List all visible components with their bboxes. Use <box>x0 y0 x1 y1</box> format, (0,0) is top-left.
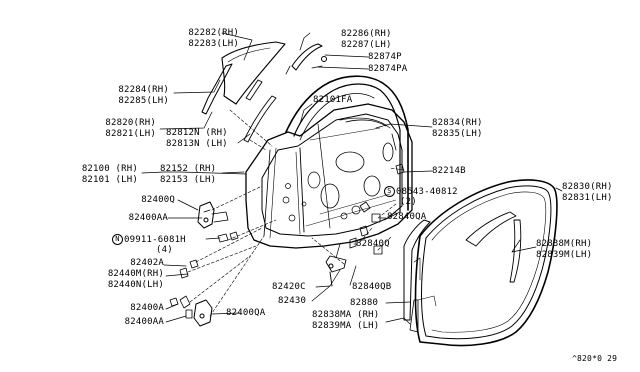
label-82100-rh: 82100 (RH) <box>81 164 138 174</box>
label-82840q: 82840Q <box>356 239 390 249</box>
label-82152-rh: 82152 (RH) <box>160 164 217 174</box>
inner-molding-82838m <box>465 211 522 283</box>
label-82840qa: 82840QA <box>387 212 427 222</box>
label-82838m-rh: 82838M(RH) <box>536 239 593 249</box>
label-82839m-lh: 82839M(LH) <box>536 250 593 260</box>
label-09911-qty: (4) <box>156 245 173 255</box>
screw-symbol-s: S <box>384 186 395 197</box>
label-82440m-rh: 82440M(RH) <box>107 269 164 279</box>
inner-weatherstrip <box>345 119 397 151</box>
leader-lines <box>141 32 563 325</box>
door-weatherstrip-82830 <box>414 179 558 347</box>
label-08543-qty: (2) <box>400 197 417 207</box>
label-08543-40812-text: 08543-40812 <box>396 187 458 197</box>
door-shell <box>245 103 413 249</box>
label-82874pa: 82874PA <box>368 64 408 74</box>
assembly-dashed-lines <box>187 109 405 317</box>
label-82153-lh: 82153 (LH) <box>160 175 217 185</box>
label-82400a: 82400A <box>130 303 164 313</box>
door-check-link <box>325 243 347 287</box>
label-82874p: 82874P <box>368 52 402 62</box>
label-82838ma-rh: 82838MA (RH) <box>312 310 380 320</box>
upper-hinge <box>197 201 229 229</box>
label-82835-lh: 82835(LH) <box>432 129 483 139</box>
label-82420c: 82420C <box>272 282 306 292</box>
label-82400q: 82400Q <box>141 195 175 205</box>
label-82283-lh: 82283(LH) <box>188 39 239 49</box>
label-82214b: 82214B <box>432 166 466 176</box>
lower-hinge <box>179 295 213 327</box>
sash-molding <box>243 79 277 143</box>
label-82821-lh: 82821(LH) <box>105 129 156 139</box>
label-82287-lh: 82287(LH) <box>341 40 392 50</box>
door-stopper-bumpers <box>349 201 383 255</box>
label-82400aa-lower: 82400AA <box>124 317 164 327</box>
outer-weatherstrip <box>285 43 327 75</box>
label-82286-rh: 82286(RH) <box>341 29 392 39</box>
label-82101fa: 82101FA <box>313 95 353 105</box>
label-82282-rh: 82282(RH) <box>188 28 239 38</box>
label-82834-rh: 82834(RH) <box>432 118 483 128</box>
label-82402a: 82402A <box>130 258 164 268</box>
label-82820-rh: 82820(RH) <box>105 118 156 128</box>
label-82440n-lh: 82440N(LH) <box>107 280 164 290</box>
door-trim-strip <box>403 219 437 333</box>
label-82840qb: 82840QB <box>352 282 392 292</box>
label-82880: 82880 <box>350 298 379 308</box>
label-82813n-lh: 82813N (LH) <box>166 139 228 149</box>
label-82400aa-upper: 82400AA <box>128 213 168 223</box>
label-82830-rh: 82830(RH) <box>562 182 613 192</box>
nut-symbol-n: N <box>112 234 123 245</box>
label-82285-lh: 82285(LH) <box>118 96 169 106</box>
label-82831-lh: 82831(LH) <box>562 193 613 203</box>
door-sash-frame <box>285 75 409 213</box>
glass-run-channel <box>201 63 233 115</box>
label-82400qa: 82400QA <box>226 308 266 318</box>
label-82284-rh: 82284(RH) <box>118 85 169 95</box>
label-82812n-rh: 82812N (RH) <box>166 128 228 138</box>
diagram-code: ^820*0 29 <box>572 354 618 363</box>
label-82430: 82430 <box>278 296 307 306</box>
label-82101-lh: 82101 (LH) <box>81 175 138 185</box>
label-09911-6081h-text: 09911-6081H <box>124 235 186 245</box>
label-82839ma-lh: 82839MA (LH) <box>312 321 380 331</box>
